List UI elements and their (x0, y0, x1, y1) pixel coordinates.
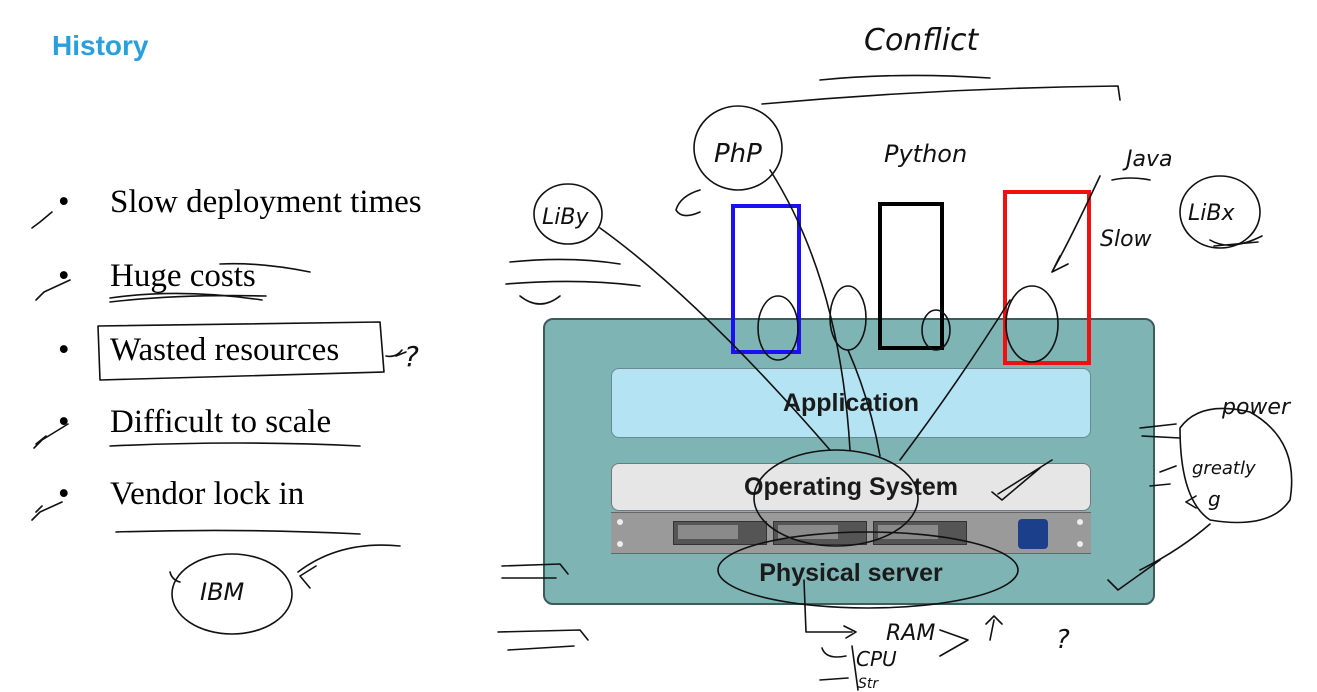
server-stack-diagram: Application Operating System Physical se… (543, 318, 1155, 605)
bullet-text: Wasted resources (110, 332, 340, 368)
highlight-box (97, 321, 385, 381)
java-note: Java (1122, 147, 1172, 172)
libx-note: LiBx (1188, 201, 1235, 226)
bullet-text: Vendor lock in (110, 476, 305, 512)
checkmark-icon (35, 279, 71, 301)
circle-php (693, 105, 783, 191)
circle-ibm (171, 553, 293, 635)
screw-icon (617, 541, 623, 547)
bullet-dot: • (58, 258, 70, 294)
circle-liby (533, 183, 603, 245)
arrow-icon (1139, 423, 1181, 487)
underline-stroke (109, 294, 267, 303)
bullet-text: Difficult to scale (110, 404, 332, 440)
app-box-java (1003, 190, 1091, 365)
arrow-icon (297, 544, 401, 589)
bullet-dot: • (58, 184, 70, 220)
bullet-text: Slow deployment times (110, 184, 422, 220)
app-box-php (731, 204, 801, 354)
underline-stroke (115, 529, 361, 535)
scribble-stroke (505, 258, 641, 305)
checkmark-icon (31, 211, 53, 229)
circle-libx (1179, 175, 1261, 249)
slow-note: Slow (1100, 227, 1153, 252)
checkmark-icon (991, 459, 1053, 501)
g-note: g (1208, 487, 1221, 511)
liby-note: LiBy (542, 205, 589, 230)
bracket-line (761, 85, 1121, 105)
connector-line (847, 349, 881, 457)
app-box-python (878, 202, 944, 350)
bullet-dot: • (58, 404, 70, 440)
greatly-note: greatly (1192, 458, 1256, 479)
circle-mark (757, 295, 799, 361)
question-mark: ? (404, 340, 419, 373)
circle-mark (921, 309, 951, 351)
arrow-icon (385, 349, 407, 358)
arrow-icon (1185, 495, 1197, 509)
screw-icon (617, 519, 623, 525)
underline-stroke (819, 74, 991, 81)
arrow-icon (819, 677, 849, 681)
page-title: History (52, 30, 149, 61)
underline-stroke (219, 262, 311, 273)
power-indicator (1018, 519, 1048, 549)
circle-physical (717, 531, 1019, 609)
arrow-icon (803, 579, 857, 639)
arrow-icon (169, 571, 181, 583)
arrow-icon (501, 563, 569, 579)
php-note: PhP (714, 139, 762, 169)
connector-line (769, 169, 851, 451)
bullet-dot: • (58, 332, 70, 368)
python-note: Python (884, 140, 967, 168)
drive-bay (673, 521, 767, 545)
physical-server-label: Physical server (759, 558, 943, 587)
screw-icon (1077, 519, 1083, 525)
ibm-note: IBM (200, 578, 245, 606)
scribble-stroke (1209, 235, 1263, 247)
cpu-note: CPU (856, 647, 897, 671)
checkmark-icon (31, 501, 63, 521)
arrow-icon (1051, 175, 1101, 273)
arrow-icon (939, 629, 969, 657)
operating-system-layer: Operating System (611, 463, 1091, 511)
connector-line (599, 227, 831, 451)
ram-note: RAM (886, 621, 935, 646)
screw-icon (1077, 541, 1083, 547)
checkmark-icon (33, 423, 69, 449)
circle-power (1179, 407, 1293, 524)
question-mark: ? (1056, 625, 1070, 655)
arrow-icon (821, 647, 847, 658)
circle-mark (1005, 285, 1059, 363)
arrow-icon (675, 189, 701, 217)
underline-stroke (109, 442, 361, 447)
underline-stroke (1111, 177, 1151, 181)
conflict-note: Conflict (864, 23, 980, 58)
bullet-dot: • (58, 476, 70, 512)
bracket-line (851, 645, 859, 691)
arrow-icon (497, 629, 589, 651)
str-note: Str (858, 676, 879, 692)
underline-stroke (109, 292, 263, 301)
circle-os (753, 449, 919, 547)
application-layer: Application (611, 368, 1091, 438)
arrow-icon (985, 615, 1003, 641)
checkmark-icon (1107, 523, 1211, 591)
connector-line (899, 299, 1011, 461)
